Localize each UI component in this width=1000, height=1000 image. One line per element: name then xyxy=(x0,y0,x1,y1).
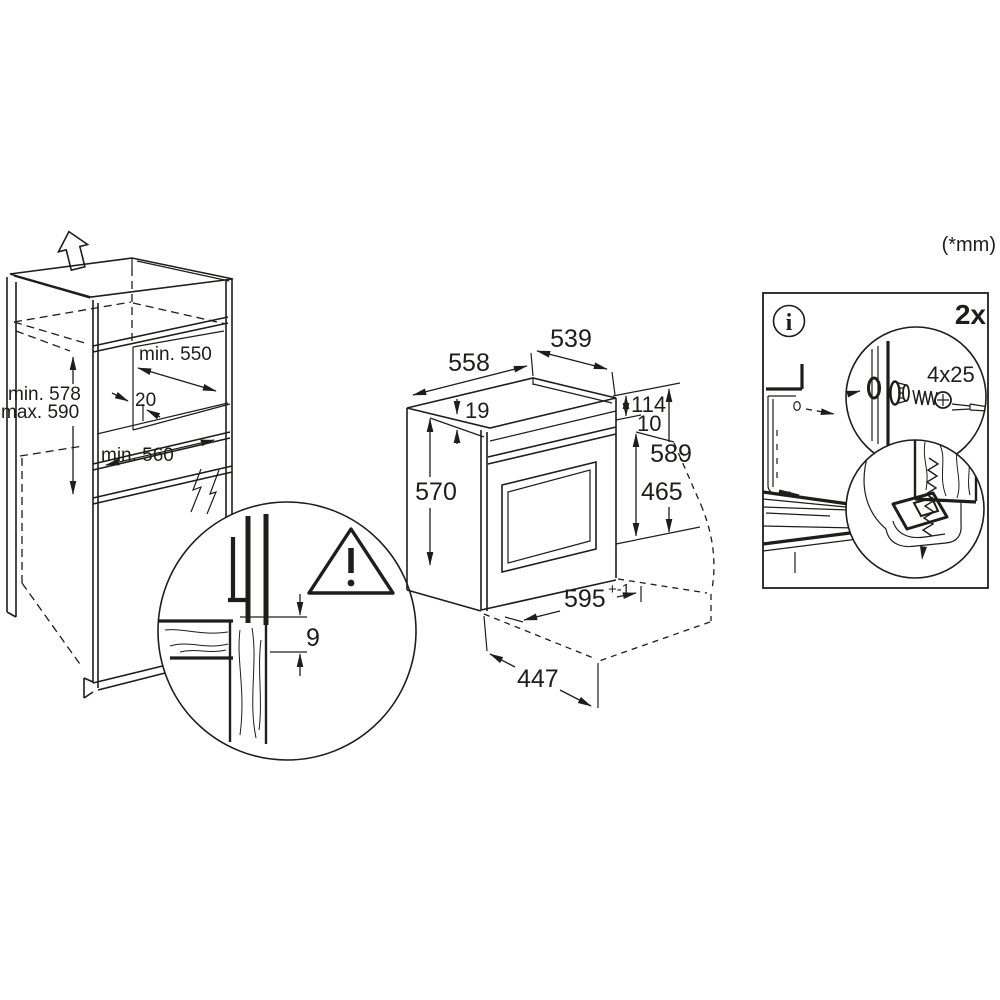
dim-door-height: 465 xyxy=(641,478,683,506)
oven-side-view xyxy=(762,364,859,573)
mounting-bracket xyxy=(891,491,949,531)
dim-niche-height-min: min. 578 xyxy=(8,384,81,405)
tall-cabinet-drawing: min. 550 20 min. 578 max. 590 min. 560 xyxy=(1,230,234,699)
dim-total-height: 589 xyxy=(650,440,692,468)
dim-control-panel-height: 114 xyxy=(631,392,666,417)
bracket-detail-circle xyxy=(845,439,985,579)
trim-cap xyxy=(889,380,910,406)
dim-body-top-depth: 558 xyxy=(448,349,490,377)
dim-niche-height-max: max. 590 xyxy=(1,402,79,423)
dim-top-inset: 19 xyxy=(465,398,489,423)
dim-front-width: 595 xyxy=(564,585,606,613)
dim-upper-top-depth: 539 xyxy=(550,325,592,353)
dim-niche-depth-top: min. 550 xyxy=(139,344,212,365)
gap-detail-circle: 9 xyxy=(157,501,417,761)
screw-size-label: 4x25 xyxy=(927,362,975,387)
dim-rear-gap: 20 xyxy=(135,390,156,411)
info-icon: i xyxy=(772,304,806,338)
dim-front-width-tolerance: +-1 xyxy=(608,581,630,598)
dim-line-niche-depth xyxy=(137,367,217,392)
dim-bottom-depth: 447 xyxy=(517,665,559,693)
screw-quantity: 2x xyxy=(955,299,987,330)
dim-side-height: 570 xyxy=(415,478,457,506)
svg-text:i: i xyxy=(786,310,793,336)
screw-icon xyxy=(912,389,952,409)
dim-trim-gap: 10 xyxy=(637,411,661,436)
grommet-hole xyxy=(867,376,881,400)
bracket-screw-icon xyxy=(920,457,940,560)
warning-triangle-icon xyxy=(307,527,395,595)
mounting-instruction-panel: i 2x xyxy=(762,292,989,589)
screwdriver-tip xyxy=(951,403,986,412)
door-swing-arc xyxy=(700,504,715,590)
remove-up-arrow-icon xyxy=(56,230,90,272)
dim-front-gap: 9 xyxy=(306,624,320,652)
dim-niche-width-bottom: min. 560 xyxy=(101,445,174,466)
zoom-leader-arrow xyxy=(805,408,835,416)
screw-detail-circle: 4x25 xyxy=(845,326,987,468)
oven-drawing: 558 539 570 19 114 10 465 589 595 +-1 xyxy=(406,325,715,708)
unit-note: (*mm) xyxy=(942,234,996,256)
door-open-projection xyxy=(483,442,712,662)
